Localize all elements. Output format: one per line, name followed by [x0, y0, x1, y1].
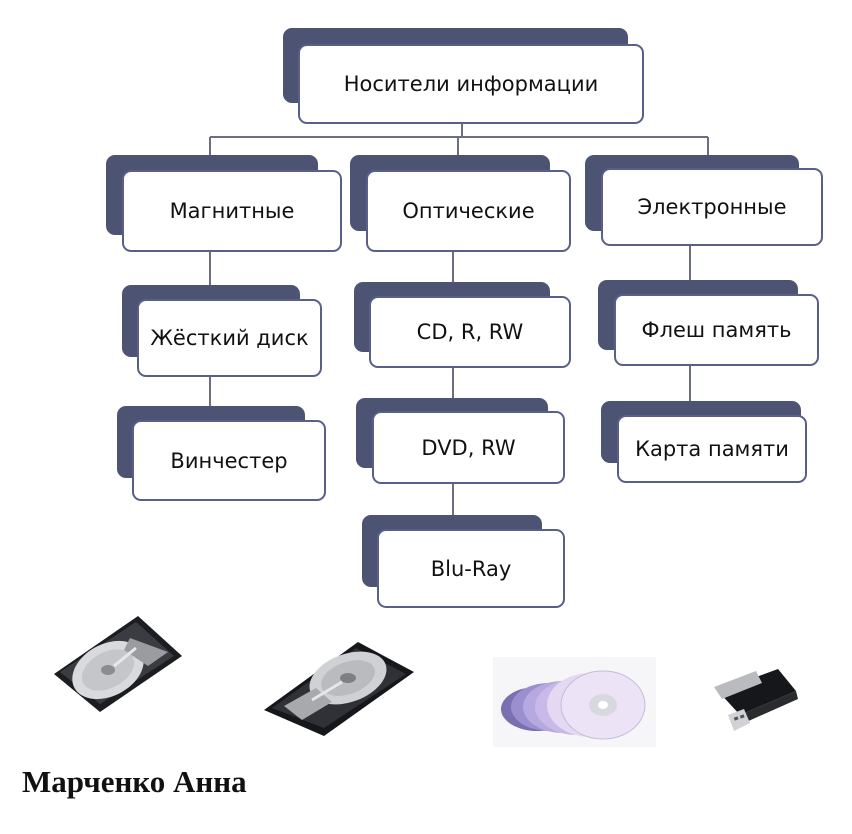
node-electronic-label: Электронные: [601, 168, 823, 246]
node-optical-label: Оптические: [366, 170, 571, 252]
node-winchester-label: Винчестер: [132, 420, 326, 501]
laptop-hard-drive-photo: [54, 616, 182, 712]
desktop-hard-drive-photo: [264, 642, 414, 736]
node-memory-card-label: Карта памяти: [617, 415, 807, 483]
node-root-label: Носители информации: [298, 44, 644, 124]
author-name: Марченко Анна: [22, 764, 247, 799]
optical-discs-photo: [493, 657, 656, 747]
node-bluray-label: Blu-Ray: [377, 529, 565, 608]
node-cd-label: CD, R, RW: [369, 296, 571, 368]
node-hard-disk-label: Жёсткий диск: [137, 299, 322, 377]
usb-flash-drive-photo: [714, 669, 798, 731]
node-magnetic-label: Магнитные: [122, 170, 342, 252]
node-flash-label: Флеш память: [614, 294, 819, 366]
node-dvd-label: DVD, RW: [372, 411, 565, 484]
